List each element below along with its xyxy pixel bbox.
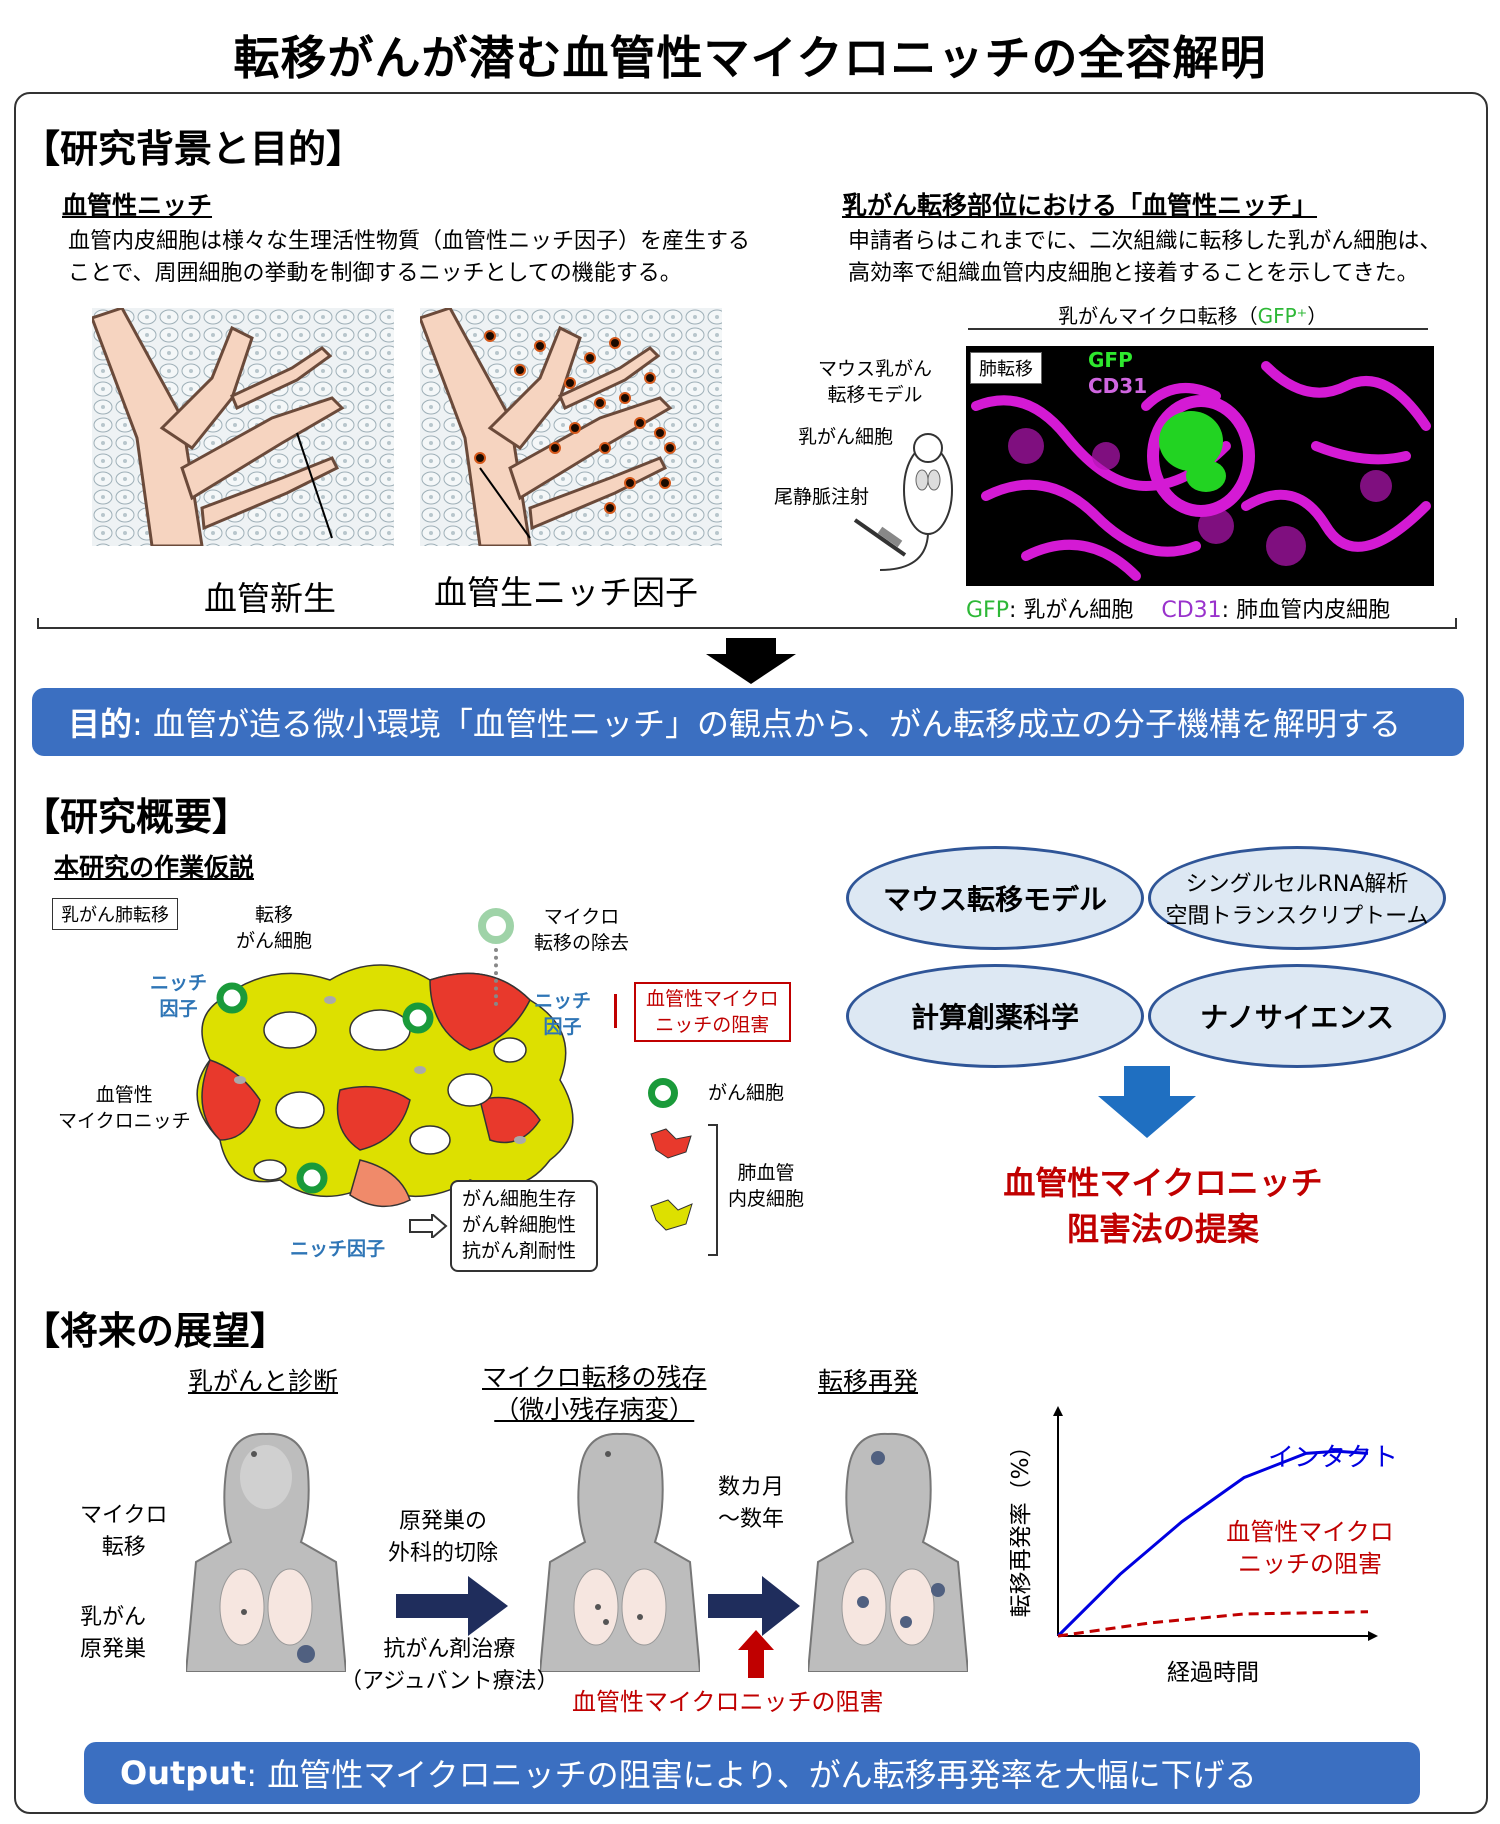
vascular-microniche-label: 血管性マイクロニッチ	[58, 1084, 191, 1132]
patient-figure-2	[538, 1432, 702, 1673]
months-label: 数カ月～数年	[718, 1475, 785, 1532]
niche-factor-label-2: ニッチ因子	[534, 990, 592, 1038]
output-text: : 血管性マイクロニッチの阻害により、がん転移再発率を大幅に下げる	[246, 1756, 1257, 1794]
niche-factor-label-3: ニッチ因子	[290, 1238, 386, 1260]
navy-arrow-icon-1	[396, 1576, 508, 1636]
x-axis-arrowhead	[1368, 1631, 1378, 1641]
micrograph-legend: GFP: 乳がん細胞 CD31: 肺血管内皮細胞	[966, 598, 1391, 623]
description-line-2: ことで、周囲細胞の挙動を制御するニッチとしての機能する。	[68, 261, 682, 286]
removed-cell-icon	[478, 908, 514, 944]
hypothesis-subheading: 本研究の作業仮説	[54, 853, 255, 882]
vascular-niche-description: 血管内皮細胞は様々な生理活性物質（血管性ニッチ因子）を産生する ことで、周囲細胞…	[68, 226, 750, 290]
inhibition-bar-icon	[614, 994, 617, 1028]
stage-recurrence: 転移再発	[818, 1367, 919, 1396]
removal-arrow-icon	[494, 948, 502, 1006]
breast-cancer-cell-label: 乳がん細胞	[798, 426, 894, 448]
tail-vein-injection-label: 尾静脈注射	[774, 486, 870, 508]
purpose-label: 目的	[68, 705, 133, 743]
micro-removal-label: マイクロ転移の除去	[534, 906, 630, 954]
primary-tumor-label: 乳がん原発巣	[80, 1605, 147, 1662]
vascular-niche-subheading: 血管性ニッチ	[62, 191, 213, 220]
lung-endothelial-label: 肺血管内皮細胞	[728, 1162, 805, 1210]
title-divider	[968, 328, 1428, 330]
output-label: Output	[120, 1754, 247, 1792]
lung-metastasis-micrograph: 肺転移 GFP CD31	[966, 346, 1434, 586]
outcome-box: がん細胞生存がん幹細胞性抗がん剤耐性	[450, 1180, 598, 1272]
red-up-arrow-icon	[738, 1630, 774, 1678]
series-label-inhibition-0: 血管性マイクロ	[1226, 1518, 1394, 1546]
y-axis-label: 転移再発率（%）	[1010, 1435, 1034, 1618]
patient-figure-1	[184, 1432, 348, 1673]
inhibition-box: 血管性マイクロニッチの阻害	[634, 982, 791, 1042]
micro-metastasis-title: 乳がんマイクロ転移（GFP⁺）	[1058, 304, 1328, 328]
endothelial-bracket	[708, 1124, 718, 1256]
page-title: 転移がんが潜む血管性マイクロニッチの全容解明	[233, 31, 1267, 85]
method-oval-nanoscience: ナノサイエンス	[1148, 964, 1446, 1068]
metastasis-description: 申請者らはこれまでに、二次組織に転移した乳がん細胞は、 高効率で組織血管内皮細胞…	[848, 226, 1441, 290]
series-label-intact: インタクト	[1268, 1443, 1398, 1473]
method-oval-single-cell: シングルセルRNA解析 空間トランスクリプトーム	[1148, 846, 1446, 950]
stage-micro-residual: マイクロ転移の残存（微小残存病変）	[482, 1363, 707, 1424]
y-axis-arrowhead	[1053, 1406, 1063, 1416]
metastasis-line-1: 申請者らはこれまでに、二次組織に転移した乳がん細胞は、	[848, 229, 1442, 254]
metastasis-niche-subheading: 乳がん転移部位における「血管性ニッチ」	[842, 191, 1318, 220]
gfp-tag: GFP	[1088, 348, 1133, 372]
vascular-niche-network	[180, 940, 600, 1230]
series-line-1	[1057, 1610, 1369, 1638]
niche-factor-label-1: ニッチ因子	[150, 972, 208, 1020]
cd31-tag: CD31	[1088, 374, 1148, 398]
surgery-label: 原発巣の外科的切除	[388, 1509, 499, 1566]
outcome-arrow-icon	[408, 1211, 448, 1241]
mouse-icon	[850, 420, 970, 580]
niche-factor-illustration	[418, 306, 722, 548]
future-heading: 【将来の展望】	[22, 1309, 289, 1353]
background-heading: 【研究背景と目的】	[22, 127, 365, 171]
description-line-1: 血管内皮細胞は様々な生理活性物質（血管性ニッチ因子）を産生する	[68, 229, 751, 254]
metastasis-line-2: 高効率で組織血管内皮細胞と接着することを示してきた。	[848, 261, 1419, 286]
down-arrow-icon	[706, 638, 796, 684]
output-banner: Output: 血管性マイクロニッチの阻害により、がん転移再発率を大幅に下げる	[84, 1742, 1420, 1804]
blue-down-arrow-icon	[1098, 1066, 1196, 1138]
inhibition-label: 血管性マイクロニッチの阻害	[572, 1688, 884, 1716]
method-oval-mouse-model: マウス転移モデル	[846, 846, 1144, 950]
purpose-text: : 血管が造る微小環境「血管性ニッチ」の観点から、がん転移成立の分子機構を解明す…	[132, 705, 1401, 743]
cancer-cell-legend-label: がん細胞	[708, 1082, 785, 1104]
method-oval-computational: 計算創薬科学	[846, 964, 1144, 1068]
micro-metastasis-label: マイクロ転移	[80, 1503, 168, 1560]
red-endothelial-legend-icon	[646, 1124, 696, 1164]
metastatic-cell-label: 転移がん細胞	[236, 904, 313, 952]
x-axis-label: 経過時間	[1167, 1660, 1259, 1686]
overview-heading: 【研究概要】	[22, 795, 251, 839]
stage-diagnosis: 乳がんと診断	[188, 1367, 339, 1396]
main-frame	[14, 92, 1488, 1814]
recurrence-chart: インタクト血管性マイクロニッチの阻害 転移再発率（%） 経過時間	[1008, 1396, 1450, 1696]
navy-arrow-icon-2	[708, 1576, 800, 1636]
breast-lung-metastasis-tag: 乳がん肺転移	[52, 898, 178, 930]
proposal-text: 血管性マイクロニッチ阻害法の提案	[1003, 1164, 1323, 1248]
lung-metastasis-tag: 肺転移	[970, 352, 1042, 384]
series-line-0	[1056, 1449, 1369, 1638]
mouse-model-label: マウス乳がん転移モデル	[818, 358, 933, 406]
patient-figure-3	[806, 1432, 970, 1673]
angiogenesis-illustration	[90, 306, 394, 548]
summary-brace	[36, 618, 1458, 638]
series-label-inhibition-1: ニッチの阻害	[1238, 1550, 1382, 1578]
yellow-endothelial-legend-icon	[646, 1194, 696, 1234]
chemo-label: 抗がん剤治療（アジュバント療法）	[340, 1637, 559, 1694]
purpose-banner: 目的: 血管が造る微小環境「血管性ニッチ」の観点から、がん転移成立の分子機構を解…	[32, 688, 1464, 756]
cancer-cell-legend-icon	[648, 1078, 678, 1108]
niche-factor-caption: 血管生ニッチ因子	[434, 573, 698, 612]
angiogenesis-caption: 血管新生	[204, 579, 336, 618]
